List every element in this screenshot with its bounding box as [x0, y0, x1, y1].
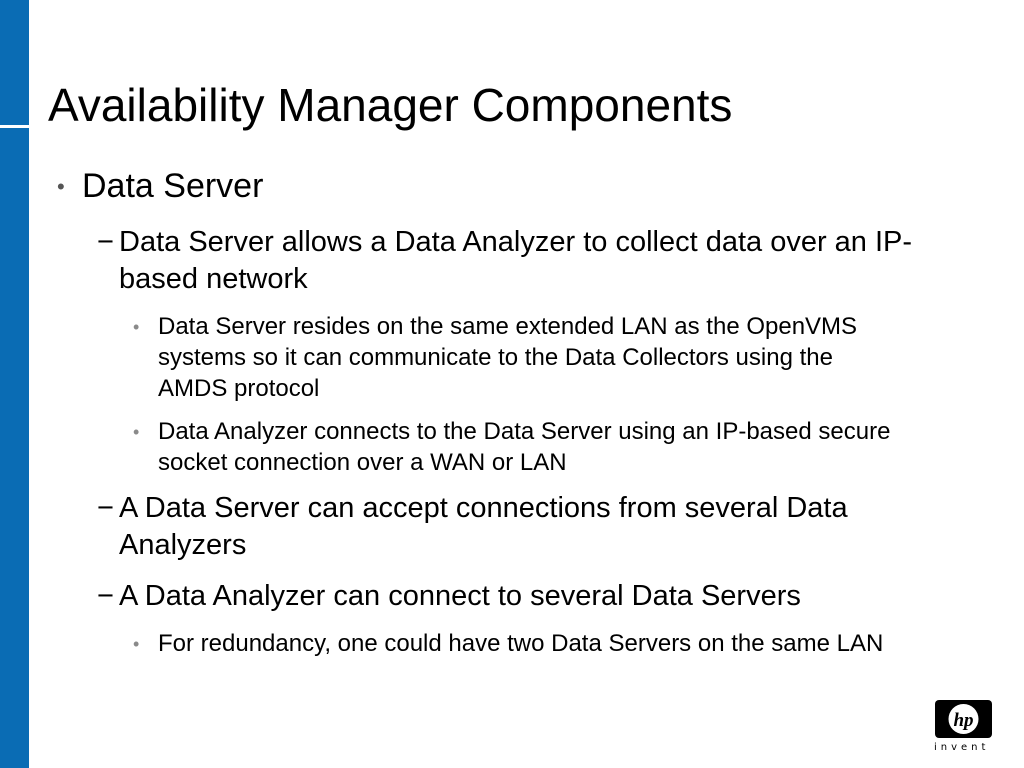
slide-title: Availability Manager Components [48, 79, 733, 131]
sub-bullet-marker: • [133, 422, 140, 442]
hp-invent-logo: hp invent [934, 700, 996, 754]
subitem-resides-lan: Data Server resides on the same extended… [158, 313, 858, 402]
subitem-allows-collect: Data Server allows a Data Analyzer to co… [119, 226, 913, 295]
hp-logo-icon: hp [948, 704, 979, 734]
sub-bullet-marker: • [133, 317, 140, 337]
dash-marker: − [97, 492, 114, 524]
sub-bullet-marker: • [133, 634, 140, 654]
hp-logo-box: hp [935, 700, 992, 738]
subitem-redundancy: For redundancy, one could have two Data … [158, 630, 884, 657]
logo-tagline: invent [934, 742, 990, 753]
dash-marker: − [97, 226, 114, 258]
left-accent-bar [0, 0, 29, 768]
bullet-marker: • [57, 174, 65, 199]
subitem-connect-several: A Data Analyzer can connect to several D… [119, 580, 801, 612]
subitem-accept-connections: A Data Server can accept connections fro… [119, 492, 848, 561]
hp-logo-mark: hp [953, 710, 973, 731]
dash-marker: − [97, 580, 114, 612]
accent-bar-divider [0, 125, 29, 128]
bullet-data-server: Data Server [82, 167, 264, 205]
subitem-analyzer-connects: Data Analyzer connects to the Data Serve… [158, 418, 891, 476]
